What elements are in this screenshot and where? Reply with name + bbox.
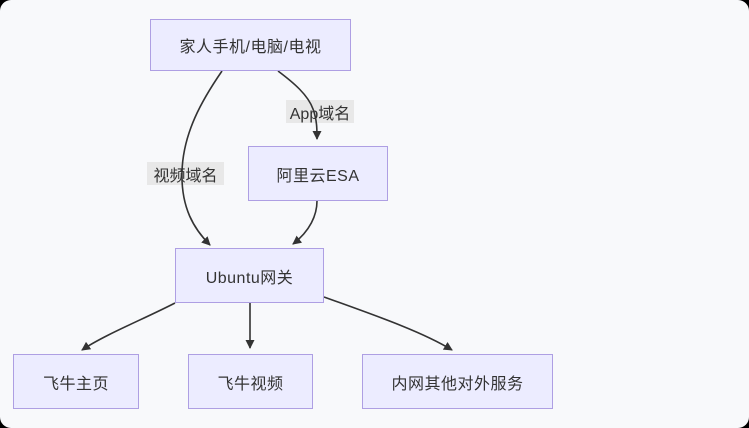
edge-gateway-to-home [81, 302, 176, 351]
edge-family-to-gateway [181, 70, 223, 246]
edge-gateway-to-other [323, 296, 453, 351]
node-internal-external-services: 内网其他对外服务 [362, 354, 553, 409]
edge-label-video-domain: 视频域名 [153, 167, 218, 185]
node-aliyun-esa: 阿里云ESA [248, 146, 388, 201]
edge-label-app-domain: App域名 [289, 105, 351, 123]
node-feiniu-video: 飞牛视频 [188, 354, 313, 409]
node-feiniu-home: 飞牛主页 [13, 354, 139, 409]
edge-label-bg-video-domain [147, 162, 224, 185]
edge-family-to-esa [277, 70, 322, 140]
node-family-devices: 家人手机/电脑/电视 [150, 19, 351, 71]
edge-esa-to-gateway [292, 200, 318, 245]
edge-label-bg-app-domain [286, 100, 354, 123]
node-ubuntu-gateway: Ubuntu网关 [175, 248, 324, 303]
